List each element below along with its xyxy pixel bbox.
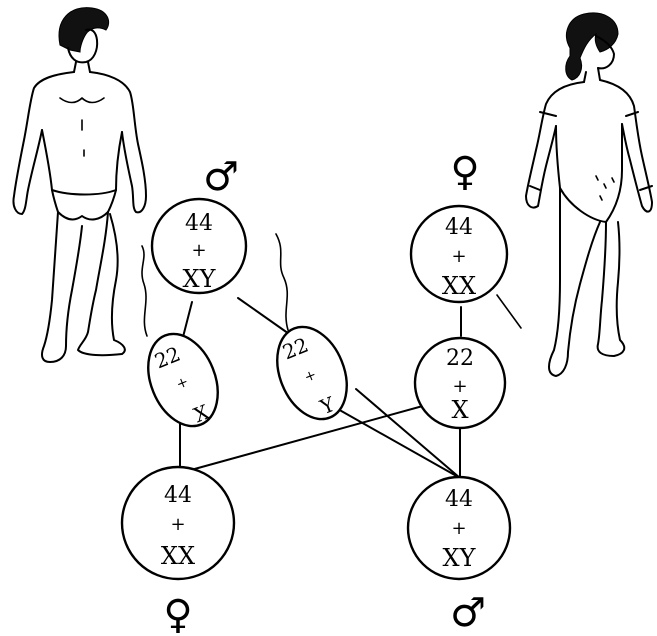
- son-sex-chromosomes: XY: [443, 544, 477, 572]
- father-autosomes: 44: [185, 211, 213, 236]
- son-autosomes: 44: [445, 487, 473, 512]
- daughter-autosomes: 44: [164, 483, 192, 508]
- daughter-plus: +: [170, 514, 185, 535]
- mother-autosomes: 44: [445, 215, 473, 240]
- mother-genotype: ♀ 44 + XX: [411, 149, 507, 302]
- female-symbol-icon: ♀: [163, 592, 192, 636]
- daughter-genotype: 44 + XX ♀: [122, 467, 234, 636]
- father-sex-chromosomes: XY: [183, 265, 217, 293]
- son-plus: +: [451, 518, 466, 539]
- egg-x-autosomes: 22: [446, 346, 474, 371]
- female-symbol-icon: ♀: [450, 149, 479, 195]
- male-figure: [13, 8, 146, 362]
- egg-x-plus: +: [452, 376, 467, 397]
- male-symbol-icon: ♂: [203, 154, 239, 200]
- male-symbol-icon: ♂: [450, 590, 486, 636]
- egg-x-sex-chromosome: X: [451, 396, 468, 424]
- female-figure: [526, 13, 652, 376]
- father-genotype: ♂ 44 + XY: [152, 154, 246, 293]
- daughter-sex-chromosomes: XX: [161, 542, 195, 570]
- sperm-x-gamete: 22 + X: [135, 324, 230, 437]
- father-plus: +: [191, 240, 206, 261]
- son-genotype: 44 + XY ♂: [408, 477, 510, 636]
- egg-x-gamete: 22 + X: [415, 338, 505, 428]
- mother-plus: +: [451, 246, 466, 267]
- mother-sex-chromosomes: XX: [442, 272, 476, 300]
